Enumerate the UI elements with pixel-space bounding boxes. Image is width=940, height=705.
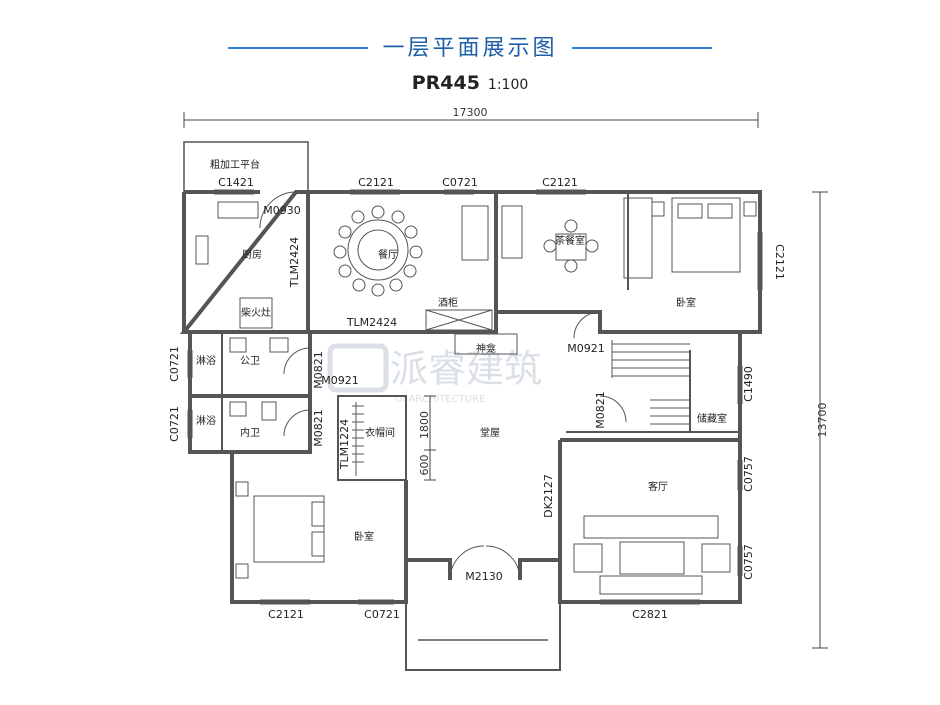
dim-overall-height: 13700 [816,403,829,438]
room-shower-1: 淋浴 [196,354,216,367]
code-m0921-b: M0921 [321,374,359,387]
header-line-left [228,47,368,49]
code-c2121-a: C2121 [358,176,394,189]
walls [179,141,762,671]
room-bedroom-sw: 卧室 [354,530,374,543]
room-shrine: 神龛 [476,342,496,355]
room-dining: 餐厅 [378,248,398,261]
dining-table [333,205,423,297]
code-c2821: C2821 [632,608,668,621]
code-c2121-b: C2121 [542,176,578,189]
code-tlm2424-h: TLM2424 [346,316,397,329]
room-wardrobe: 衣帽间 [365,426,395,439]
plan-scale: 1:100 [487,77,529,93]
code-c1421: C1421 [218,176,254,189]
bed-ne [623,197,757,279]
code-c0757-a: C0757 [742,456,755,492]
dimension-top [183,112,759,128]
wine-cabinet [425,309,493,331]
room-firewood-stove: 柴火灶 [241,306,271,319]
room-hall: 堂屋 [480,427,500,439]
room-storage: 储藏室 [697,412,727,425]
room-inner-bath: 内卫 [240,426,260,439]
room-shower-2: 淋浴 [196,414,216,427]
dim-overall-width: 17300 [453,106,488,119]
code-c0721-s: C0721 [364,608,400,621]
kitchen-fixtures [195,201,273,329]
watermark-sub: UI ARCHITECTURE [395,394,485,405]
code-c2121-s: C2121 [268,608,304,621]
dimension-right [812,191,828,649]
interior-dims [424,395,436,481]
code-dk2127: DK2127 [542,474,555,518]
room-public-bath: 公卫 [240,356,260,367]
room-prep-platform: 粗加工平台 [210,158,260,171]
dim-1800: 1800 [418,411,431,439]
code-m0821-c: M0821 [594,391,607,429]
code-c1490: C1490 [742,366,755,402]
code-c0721-w2: C0721 [168,406,181,442]
room-wine-cabinet: 酒柜 [438,296,458,309]
page-title: 一层平面展示图 [382,36,558,61]
bath-fixtures [229,337,289,421]
code-m0821-a: M0821 [312,351,325,389]
stairs [611,340,690,425]
sideboard [461,205,489,261]
room-living: 客厅 [648,480,668,493]
header-line-right [572,47,712,49]
code-m2130: M2130 [465,570,503,583]
code-tlm2424-v: TLM2424 [288,237,301,288]
code-c2121-e: C2121 [773,244,786,280]
plan-code-text: PR445 [411,72,480,94]
dim-600: 600 [418,455,431,476]
wardrobe-racks [352,402,364,476]
room-bedroom-ne: 卧室 [676,296,696,309]
bed-sw [235,481,325,579]
watermark-logo [327,343,389,393]
code-m0921-a: M0921 [567,342,605,355]
code-tlm1224: TLM1224 [338,419,351,470]
door-swings [259,191,627,581]
code-m0930: M0930 [263,204,301,217]
tea-room-furniture [501,205,599,273]
shrine-table [454,333,518,355]
code-c0721-w1: C0721 [168,346,181,382]
plan-code: PR445 1:100 [0,72,940,94]
sofa-set [573,515,731,595]
room-tea-room: 茶餐室 [555,234,585,247]
code-c0721-a: C0721 [442,176,478,189]
room-kitchen: 厨房 [242,248,262,261]
code-c0757-b: C0757 [742,544,755,580]
windows [187,189,763,605]
code-m0821-b: M0821 [312,409,325,447]
